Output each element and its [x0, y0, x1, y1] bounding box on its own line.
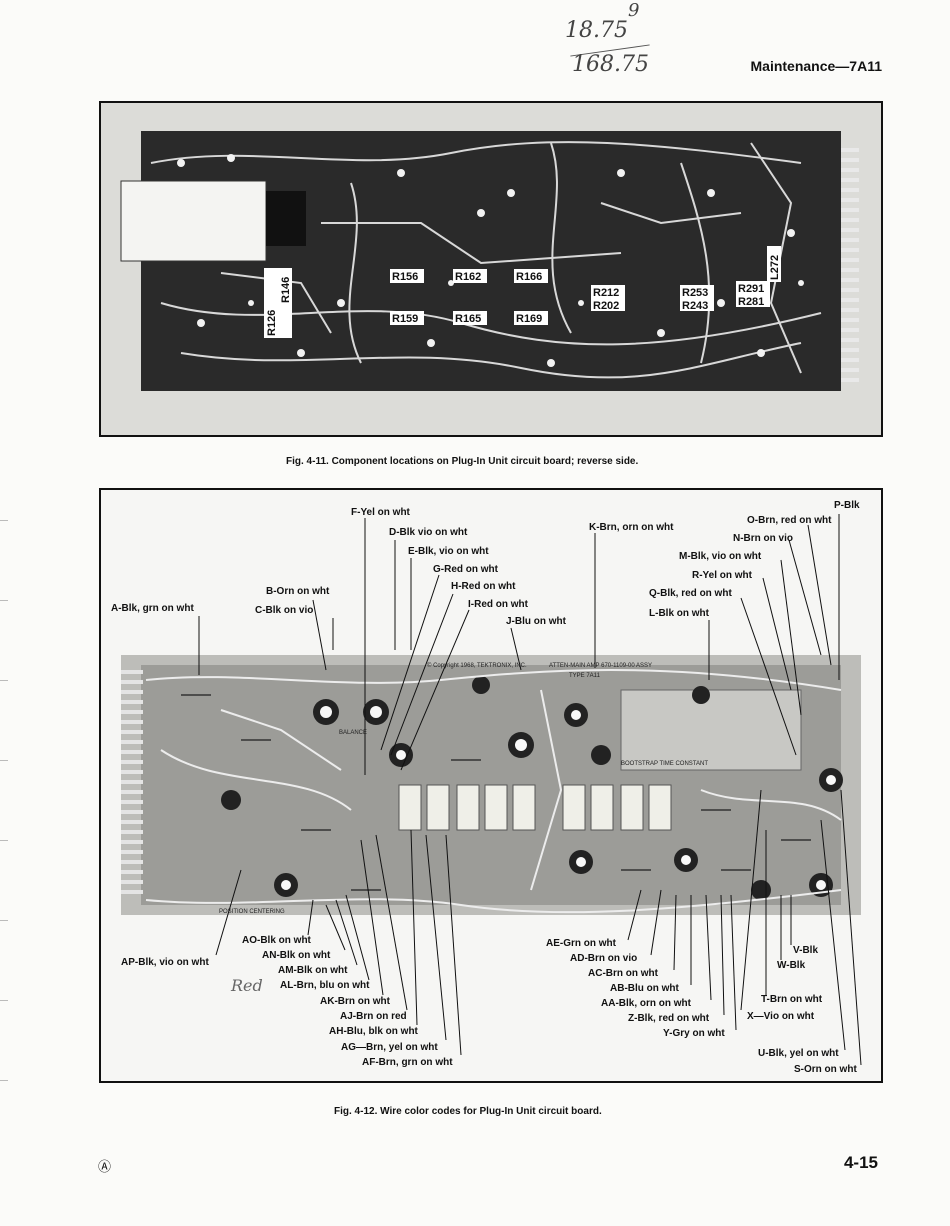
- wire-label-e: E-Blk, vio on wht: [408, 546, 489, 557]
- page-number: 4-15: [843, 1153, 878, 1172]
- label-r243: R243: [682, 300, 708, 312]
- wire-label-f: F-Yel on wht: [351, 507, 410, 518]
- label-r281: R281: [738, 296, 764, 308]
- board-position-text: POSITION CENTERING: [219, 909, 285, 915]
- label-r165: R165: [455, 313, 481, 325]
- wire-label-aa: AA-Blk, orn on wht: [601, 998, 691, 1009]
- label-l272: L272: [769, 255, 781, 280]
- wire-label-o: O-Brn, red on wht: [747, 515, 832, 526]
- wire-label-ak: AK-Brn on wht: [320, 996, 390, 1007]
- wire-label-h: H-Red on wht: [451, 581, 516, 592]
- board-copyright-text: © Copyright 1968, TEKTRONIX, INC.: [427, 662, 527, 669]
- wire-label-al: AL-Brn, blu on wht: [280, 980, 370, 991]
- board-assy-text: ATTEN-MAIN AMP 670-1109-00 ASSY: [549, 663, 652, 669]
- wire-label-b: B-Orn on wht: [266, 586, 330, 597]
- wire-label-n: N-Brn on vio: [733, 533, 793, 544]
- wire-label-l: L-Blk on wht: [649, 608, 709, 619]
- component-labels: R126 R146 R156 R162 R166 R159 R165 R169 …: [264, 246, 781, 338]
- board-bootstrap-text: BOOTSTRAP TIME CONSTANT: [621, 761, 708, 767]
- wire-label-u: U-Blk, yel on wht: [758, 1048, 839, 1059]
- margin-marks: [0, 520, 10, 1120]
- wire-label-af: AF-Brn, grn on wht: [362, 1057, 453, 1068]
- label-r169: R169: [516, 313, 542, 325]
- wire-label-aj: AJ-Brn on red: [340, 1011, 407, 1022]
- wire-label-c: C-Blk on vio: [255, 605, 314, 616]
- wire-label-g: G-Red on wht: [433, 564, 498, 575]
- label-r126: R126: [266, 310, 278, 336]
- wire-label-r: R-Yel on wht: [692, 570, 752, 581]
- tektronix-mark-icon: Ⓐ: [98, 1159, 112, 1174]
- wire-label-s: S-Orn on wht: [794, 1064, 857, 1075]
- wire-label-p: P-Blk: [834, 500, 860, 511]
- wire-label-t: T-Brn on wht: [761, 994, 823, 1005]
- label-r253: R253: [682, 287, 708, 299]
- label-r156: R156: [392, 271, 418, 283]
- wire-label-y: Y-Gry on wht: [663, 1028, 725, 1039]
- wire-label-q: Q-Blk, red on wht: [649, 588, 732, 599]
- circuit-board-wire-colors: ATTEN-MAIN AMP 670-1109-00 ASSY TYPE 7A1…: [121, 514, 862, 1066]
- page-header: Maintenance—7A11: [750, 58, 883, 74]
- wire-label-ab: AB-Blu on wht: [610, 983, 679, 994]
- figure-4-11-photo: R126 R146 R156 R162 R166 R159 R165 R169 …: [99, 101, 883, 437]
- wire-label-i: I-Red on wht: [468, 599, 528, 610]
- circuit-board-reverse: R126 R146 R156 R162 R166 R159 R165 R169 …: [101, 103, 881, 435]
- wire-label-ac: AC-Brn on wht: [588, 968, 658, 979]
- label-r162: R162: [455, 271, 481, 283]
- board-type-text: TYPE 7A11: [569, 673, 601, 679]
- handwritten-bottom: 168.75: [572, 52, 649, 77]
- label-r146: R146: [280, 277, 292, 303]
- figure-4-12-photo: ATTEN-MAIN AMP 670-1109-00 ASSY TYPE 7A1…: [99, 488, 883, 1083]
- board-silkscreen: ATTEN-MAIN AMP 670-1109-00 ASSY TYPE 7A1…: [219, 662, 708, 915]
- label-r159: R159: [392, 313, 418, 325]
- wire-label-ae: AE-Grn on wht: [546, 938, 616, 949]
- label-r166: R166: [516, 271, 542, 283]
- figure-4-11-caption: Fig. 4-11. Component locations on Plug-I…: [286, 456, 639, 467]
- figure-4-12-caption: Fig. 4-12. Wire color codes for Plug-In …: [334, 1106, 602, 1117]
- handwritten-sub: 9: [628, 0, 640, 21]
- wire-label-ao: AO-Blk on wht: [242, 935, 311, 946]
- wire-label-ad: AD-Brn on vio: [570, 953, 638, 964]
- wire-label-a: A-Blk, grn on wht: [111, 603, 194, 614]
- wire-label-ah: AH-Blu, blk on wht: [329, 1026, 418, 1037]
- label-r202: R202: [593, 300, 619, 312]
- label-r212: R212: [593, 287, 619, 299]
- wire-label-x: X—Vio on wht: [747, 1011, 815, 1022]
- wire-label-z: Z-Blk, red on wht: [628, 1013, 710, 1024]
- label-r291: R291: [738, 283, 764, 295]
- wire-label-an: AN-Blk on wht: [262, 950, 331, 961]
- wire-label-d: D-Blk vio on wht: [389, 527, 468, 538]
- wire-label-m: M-Blk, vio on wht: [679, 551, 762, 562]
- wire-label-v: V-Blk: [793, 945, 819, 956]
- handwritten-red: Red: [231, 976, 263, 995]
- wire-label-k: K-Brn, orn on wht: [589, 522, 674, 533]
- handwritten-top: 18.75: [565, 18, 628, 43]
- wire-label-j: J-Blu on wht: [506, 616, 566, 627]
- wire-label-ag: AG—Brn, yel on wht: [341, 1042, 438, 1053]
- board-balance-text: BALANCE: [339, 730, 367, 736]
- wire-label-am: AM-Blk on wht: [278, 965, 348, 976]
- wire-label-w: W-Blk: [777, 960, 806, 971]
- leader-lines: [198, 514, 862, 1066]
- wire-label-ap: AP-Blk, vio on wht: [121, 957, 209, 968]
